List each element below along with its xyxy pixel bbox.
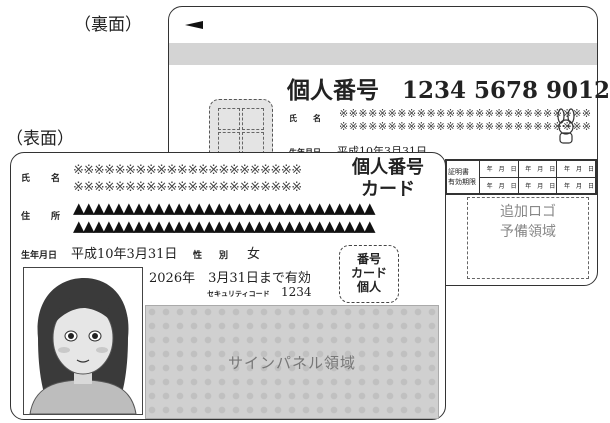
card-title-line1: 個人番号 — [352, 157, 424, 178]
front-expiry: 2026年 3月31日まで有効 — [149, 271, 311, 286]
validity-cell: 年 月 日 — [517, 160, 558, 178]
back-name-label: 氏 名 — [289, 114, 325, 123]
front-address-value-2: ▲▲▲▲▲▲▲▲▲▲▲▲▲▲▲▲▲▲▲▲▲▲▲▲▲▲▲▲▲▲ — [73, 217, 376, 235]
validity-cell: 年 月 日 — [556, 176, 596, 194]
validity-cell: 年 月 日 — [556, 160, 596, 178]
back-name-value: ※※※※※※※※※※※※※※※※※※※※※※※※※※ — [339, 107, 592, 120]
validity-cell: 年 月 日 — [479, 160, 519, 178]
signature-panel-label: サインパネル領域 — [227, 353, 356, 372]
front-sex-value: 女 — [247, 247, 261, 262]
card-front: 氏 名 ※※※※※※※※※※※※※※※※※※※※※※ ※※※※※※※※※※※※※… — [10, 152, 446, 420]
front-address-value-1: ▲▲▲▲▲▲▲▲▲▲▲▲▲▲▲▲▲▲▲▲▲▲▲▲▲▲▲▲▲▲ — [73, 199, 376, 217]
front-dob-value: 平成10年3月31日 — [71, 247, 178, 262]
mynumber-stamp: 番号 カード 個人 — [339, 245, 399, 303]
front-address-label: 住 所 — [21, 212, 67, 222]
validity-cell: 年 月 日 — [517, 176, 558, 194]
front-sex-label: 性 別 — [193, 251, 233, 261]
front-name-label: 氏 名 — [21, 174, 67, 184]
arrow-left-icon — [185, 21, 203, 29]
mascot-icon — [557, 108, 575, 144]
card-title: 個人番号 カード — [341, 157, 435, 201]
card-title-line2: カード — [361, 179, 415, 200]
face-photo — [23, 267, 143, 415]
additional-logo-line1: 追加ロゴ — [500, 204, 556, 220]
back-side-label: （裏面） — [74, 15, 142, 35]
security-code-label: セキュリティコード — [207, 290, 270, 298]
additional-logo-area: 追加ロゴ 予備領域 — [467, 197, 589, 279]
back-individual-number: 個人番号 1234 5678 9012 — [287, 77, 610, 104]
stamp-text: 番号 カード 個人 — [350, 252, 387, 294]
magnetic-stripe-band — [169, 43, 597, 65]
front-name-value-2: ※※※※※※※※※※※※※※※※※※※※※※ — [73, 180, 302, 195]
certificate-validity-table: 証明書 有効期限 年 月 日 年 月 日 年 月 日 年 月 日 年 月 日 年… — [445, 159, 597, 195]
validity-label: 証明書 有効期限 — [446, 160, 480, 194]
signature-panel-area: サインパネル領域 — [145, 305, 439, 419]
back-name-value-2: ※※※※※※※※※※※※※※※※※※※※※※※※※※ — [339, 120, 592, 133]
front-side-label: （表面） — [6, 129, 74, 149]
additional-logo-line2: 予備領域 — [500, 224, 556, 240]
portrait-illustration — [24, 268, 142, 415]
validity-cell: 年 月 日 — [479, 176, 519, 194]
front-dob-label: 生年月日 — [21, 251, 58, 261]
front-name-value-1: ※※※※※※※※※※※※※※※※※※※※※※ — [73, 163, 302, 178]
security-code-value: 1234 — [281, 285, 312, 299]
